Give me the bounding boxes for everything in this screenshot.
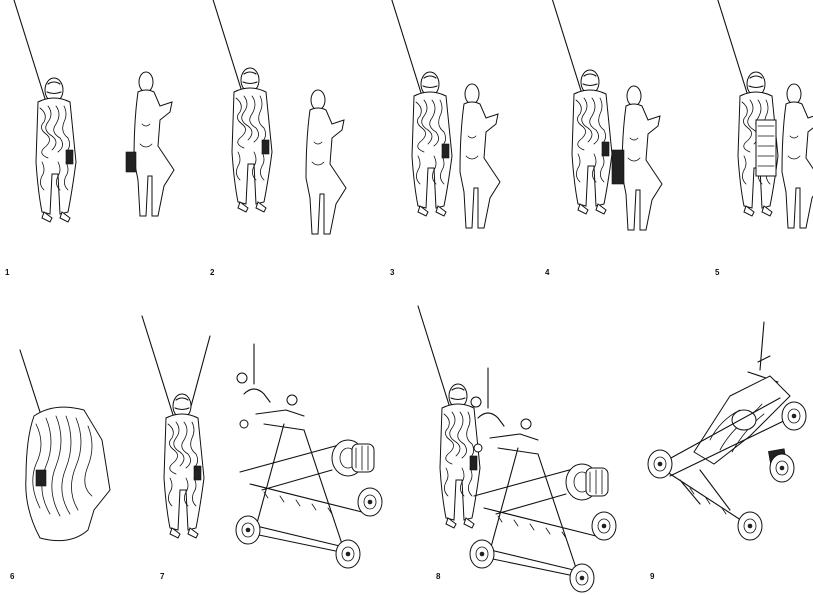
panel-4-drawing (500, 0, 660, 280)
panel-label: 8 (436, 572, 440, 581)
panel-6-drawing (0, 300, 150, 595)
figure-panel-9: 9 (640, 300, 813, 595)
figure-panel-4: 4 (500, 0, 660, 280)
panel-5-drawing (660, 0, 813, 280)
figure-panel-3: 3 (340, 0, 500, 280)
panel-label: 4 (545, 268, 549, 277)
panel-9-drawing (640, 300, 813, 595)
panel-2-drawing (170, 0, 340, 280)
panel-label: 9 (650, 572, 654, 581)
panel-8-drawing (420, 300, 640, 595)
panel-3-drawing (340, 0, 500, 280)
panel-label: 5 (715, 268, 719, 277)
figure-panel-8: 8 (420, 300, 640, 595)
panel-label: 7 (160, 572, 164, 581)
figure-panel-1: 1 (0, 0, 170, 280)
figure-panel-5: 5 (660, 0, 813, 280)
panel-label: 2 (210, 268, 214, 277)
figure-panel-2: 2 (170, 0, 340, 280)
panel-label: 1 (5, 268, 9, 277)
panel-label: 3 (390, 268, 394, 277)
figure-panel-7: 7 (150, 300, 410, 595)
panel-1-drawing (0, 0, 170, 280)
panel-label: 6 (10, 572, 14, 581)
figure-panel-6: 6 (0, 300, 150, 595)
panel-7-drawing (150, 300, 410, 595)
